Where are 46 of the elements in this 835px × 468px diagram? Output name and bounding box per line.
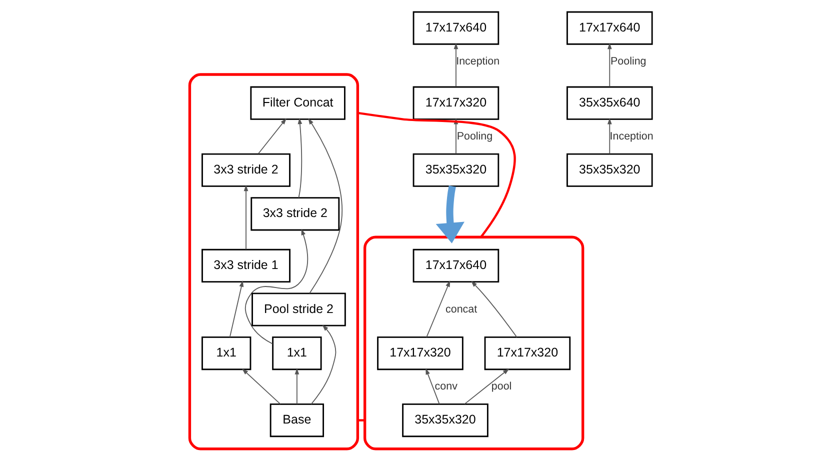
edge-label: concat [445, 303, 477, 316]
arrow [294, 368, 299, 404]
arrow [426, 280, 450, 338]
node-box: 1x1 [201, 336, 251, 370]
arrow [257, 118, 286, 154]
node-box: 17x17x640 [412, 248, 499, 283]
edge-label: conv [434, 380, 457, 393]
arrow [606, 118, 612, 154]
node-box: Filter Concat [250, 86, 345, 120]
arrow [244, 228, 308, 344]
arrow [308, 118, 342, 294]
node-box: 17x17x320 [376, 336, 463, 370]
arrow [464, 368, 509, 404]
arrow [435, 186, 464, 244]
arrow [470, 280, 517, 338]
edge-label: Pooling [610, 55, 646, 68]
connector [357, 112, 516, 238]
node-box: Pool stride 2 [251, 292, 346, 326]
edge-label: pool [490, 380, 512, 393]
arrow [243, 184, 248, 250]
node-box: 35x35x640 [566, 86, 652, 120]
cluster [363, 236, 584, 450]
edge-label: Pooling [456, 130, 492, 142]
node-box: 17x17x320 [484, 336, 570, 370]
arrow [606, 42, 612, 88]
node-box: 35x35x320 [566, 153, 652, 187]
node-box: 3x3 stride 1 [201, 248, 290, 283]
edge-label: Inception [609, 130, 653, 142]
arrow [297, 118, 302, 198]
arrow [425, 368, 440, 404]
node-box: 35x35x320 [402, 404, 488, 438]
arrow [228, 280, 244, 338]
arrow [453, 42, 458, 88]
node-box: 3x3 stride 2 [201, 153, 290, 187]
cluster [188, 73, 359, 450]
node-box: 17x17x640 [412, 11, 499, 45]
node-box: 1x1 [272, 336, 322, 370]
arrow [241, 368, 280, 404]
arrow [310, 324, 336, 405]
node-box: 17x17x320 [412, 86, 499, 120]
node-box: 17x17x640 [566, 11, 652, 45]
node-box: 35x35x320 [412, 153, 499, 187]
connector [357, 419, 364, 422]
node-box: Base [269, 404, 324, 438]
edge-label: Inception [456, 55, 500, 68]
node-box: 3x3 stride 2 [250, 197, 340, 231]
